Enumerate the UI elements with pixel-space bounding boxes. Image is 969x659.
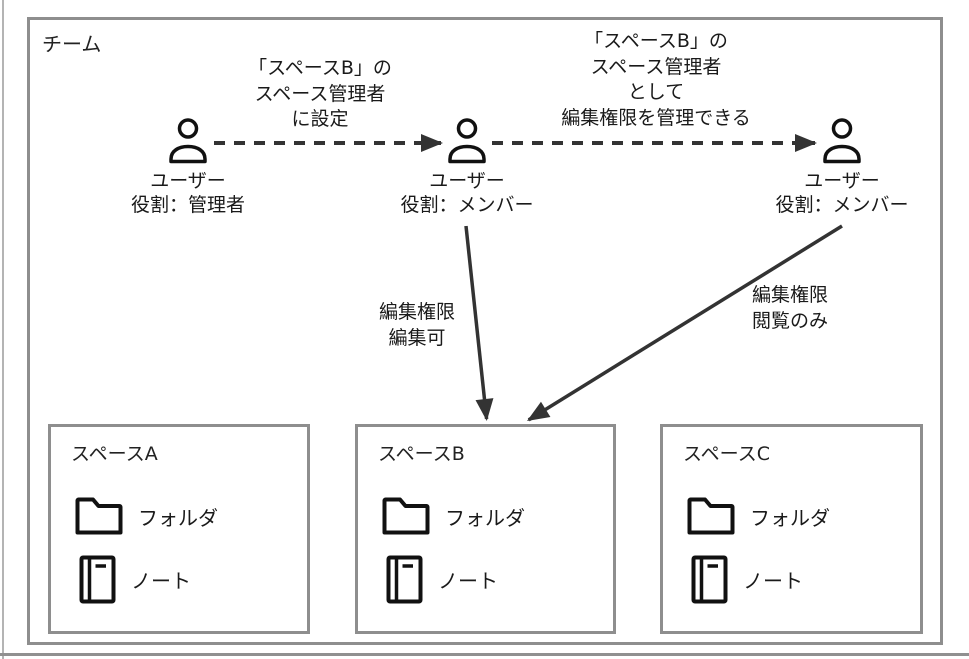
user-role: 役割：メンバー — [775, 194, 909, 216]
annotation-view-permission: 編集権限 閲覧のみ — [700, 283, 880, 334]
note-icon — [386, 555, 423, 604]
annotation-line: 編集可 — [388, 326, 446, 349]
user-name: ユーザー — [150, 170, 226, 192]
user-name: ユーザー — [429, 170, 505, 192]
page-bottom-rule — [0, 653, 969, 656]
space-title: スペースA — [71, 443, 158, 465]
space-b-box: スペースB フォルダ ノート — [355, 424, 616, 634]
folder-row: フォルダ — [687, 497, 830, 535]
folder-label: フォルダ — [138, 505, 218, 530]
user-name: ユーザー — [804, 170, 880, 192]
folder-icon — [687, 497, 735, 535]
space-c-box: スペースC フォルダ ノート — [660, 424, 923, 634]
annotation-line: スペース管理者 — [254, 82, 386, 105]
user-role: 役割：メンバー — [400, 194, 534, 216]
team-label: チーム — [42, 32, 102, 56]
folder-label: フォルダ — [750, 505, 830, 530]
folder-icon — [75, 497, 123, 535]
note-icon — [691, 555, 728, 604]
space-title: スペースB — [378, 443, 465, 465]
annotation-edit-permission: 編集権限 編集可 — [327, 300, 507, 351]
page-left-edge-line — [2, 0, 4, 659]
annotation-line: 「スペースB」の — [584, 30, 728, 52]
annotation-line: 編集権限 — [751, 284, 828, 306]
note-label: ノート — [131, 569, 191, 593]
annotation-line: スペース管理者 — [590, 55, 722, 78]
annotation-set-space-admin: 「スペースB」の スペース管理者 に設定 — [180, 56, 460, 133]
space-a-box: スペースA フォルダ ノート — [48, 424, 310, 634]
user-member-1: ユーザー 役割：メンバー — [347, 118, 587, 217]
user-member-2: ユーザー 役割：メンバー — [722, 118, 962, 217]
annotation-line: に設定 — [291, 108, 349, 130]
annotation-line: 閲覧のみ — [751, 309, 828, 332]
user-icon — [448, 118, 486, 164]
note-icon — [79, 555, 116, 604]
annotation-line: 「スペースB」の — [248, 57, 392, 79]
note-row: ノート — [79, 555, 191, 604]
solid-arrow-view-permission — [526, 224, 843, 422]
user-icon — [169, 118, 207, 164]
space-title: スペースC — [683, 443, 770, 465]
folder-icon — [382, 497, 430, 535]
annotation-line: として — [627, 81, 685, 103]
annotation-manage-permission: 「スペースB」の スペース管理者 として 編集権限を管理できる — [506, 29, 806, 131]
note-label: ノート — [743, 569, 803, 593]
note-row: ノート — [386, 555, 498, 604]
folder-row: フォルダ — [75, 497, 218, 535]
folder-row: フォルダ — [382, 497, 525, 535]
folder-label: フォルダ — [445, 505, 525, 530]
annotation-line: 編集権限 — [378, 301, 455, 323]
user-icon — [823, 118, 861, 164]
user-role: 役割：管理者 — [130, 194, 245, 216]
note-row: ノート — [691, 555, 803, 604]
user-admin: ユーザー 役割：管理者 — [68, 118, 308, 217]
note-label: ノート — [438, 569, 498, 593]
solid-arrow-edit-permission — [464, 225, 494, 421]
annotation-line: 編集権限を管理できる — [561, 106, 751, 129]
